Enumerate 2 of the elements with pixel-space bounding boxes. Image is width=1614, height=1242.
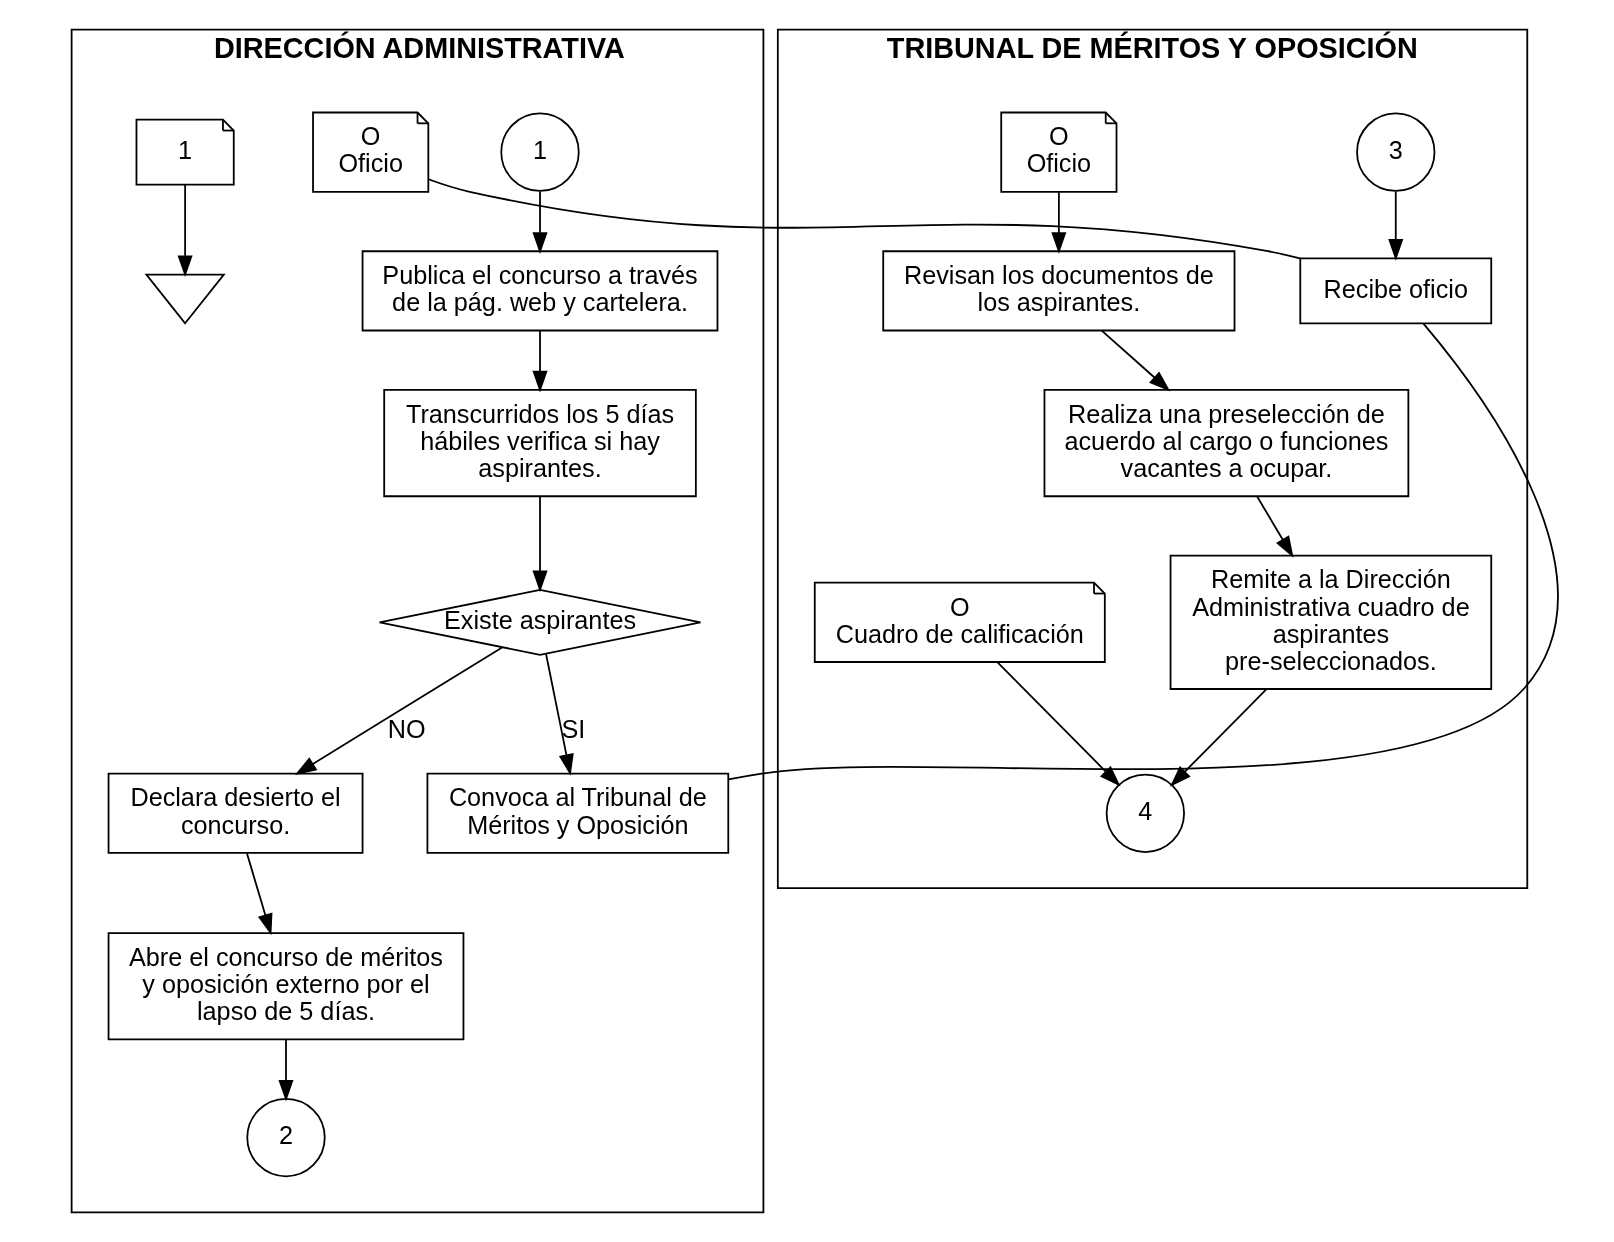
edge-label: SI	[560, 715, 585, 744]
edge-label: NO	[387, 715, 426, 744]
